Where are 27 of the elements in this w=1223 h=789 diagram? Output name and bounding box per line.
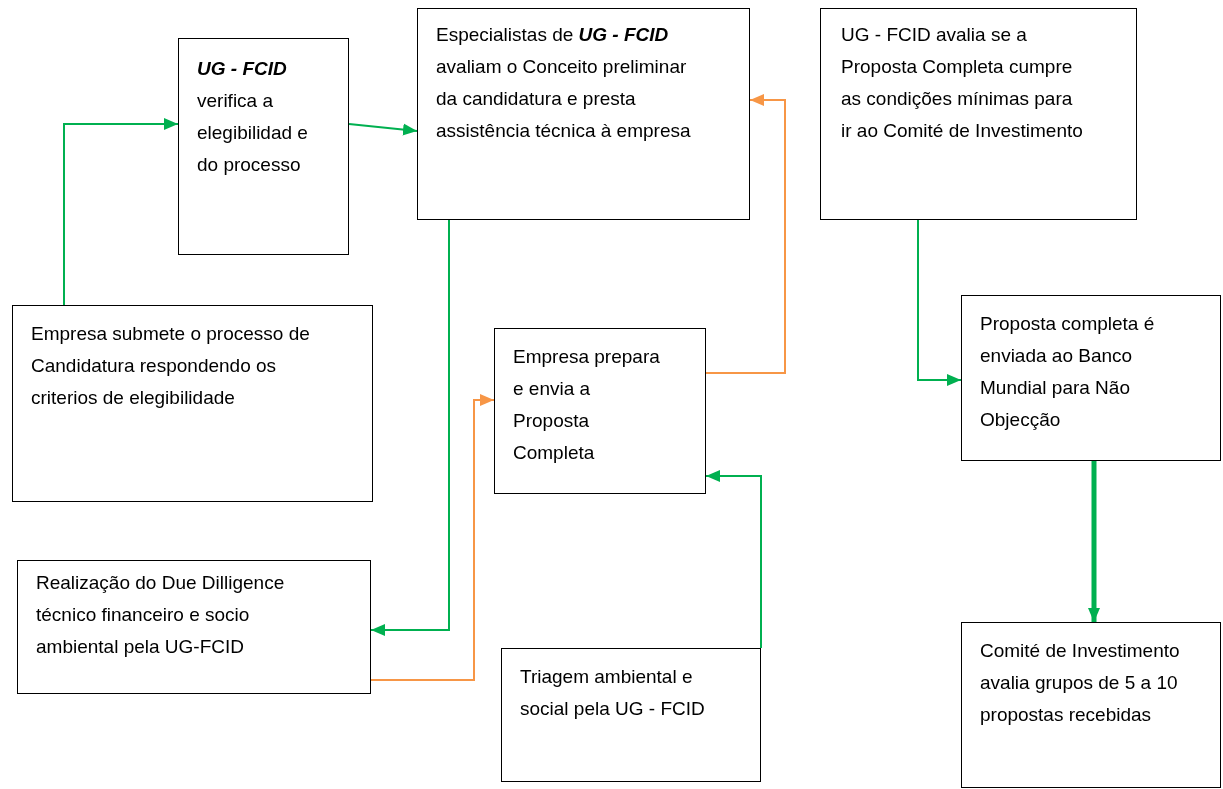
arrow (917, 219, 962, 386)
arrow (705, 470, 762, 649)
process-box (417, 8, 750, 220)
process-box (961, 622, 1221, 788)
arrow (370, 219, 450, 636)
arrow (1088, 461, 1100, 622)
arrow (63, 118, 179, 306)
box-text: UG - FCID avalia se a Proposta Completa cumpre as condições mínimas para ir ao Comité de Investimento (841, 23, 1084, 143)
box-text: Empresa submete o processo de Candidatura respondendo os criterios de elegibilidade (31, 322, 311, 410)
box-heading: UG - FCID (197, 57, 288, 81)
box-text: verifica a elegibilidad e do processo (197, 89, 308, 177)
box-text: Proposta completa é enviada ao Banco Mundial para Não Objecção (980, 312, 1156, 432)
box-text: Realização do Due Dilligence técnico financeiro e socio ambiental pela UG-FCID (36, 571, 286, 659)
process-box (17, 560, 371, 694)
box-text: Empresa prepara e envia a Proposta Completa (513, 345, 661, 465)
process-box (12, 305, 373, 502)
box-text: Especialistas de UG - FCID avaliam o Conceito preliminar da candidatura e presta assistência técnica à empresa (436, 23, 692, 143)
process-box (178, 38, 349, 255)
arrow (370, 394, 495, 681)
process-box (494, 328, 706, 494)
box-text: Triagem ambiental e social pela UG - FCID (520, 665, 706, 721)
process-box (961, 295, 1221, 461)
arrow (705, 94, 786, 374)
process-box (820, 8, 1137, 220)
box-text: Comité de Investimento avalia grupos de 5 a 10 propostas recebidas (980, 639, 1180, 727)
arrow (348, 123, 418, 136)
process-box (501, 648, 761, 782)
